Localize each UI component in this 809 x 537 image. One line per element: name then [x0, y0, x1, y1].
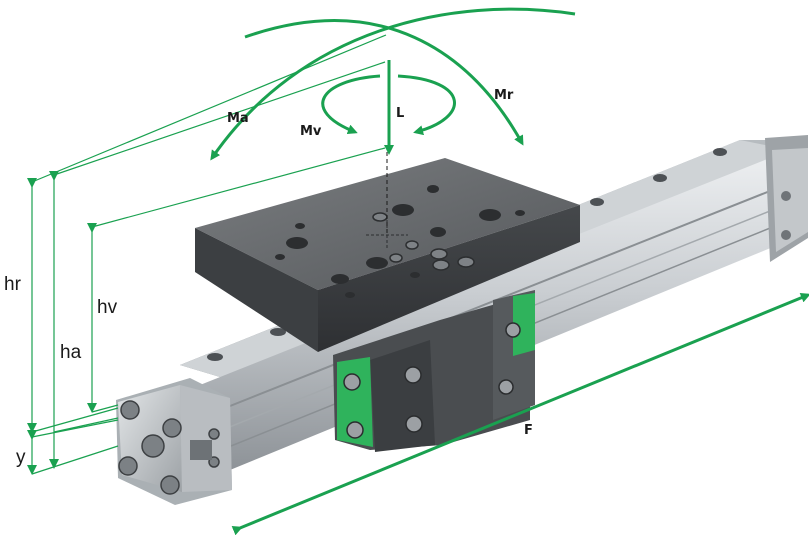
front-end-cap [116, 378, 232, 505]
label-mr: Mr [494, 88, 514, 103]
ma-arrow [210, 7, 576, 161]
label-mv: Mv [300, 124, 322, 139]
label-hv: hv [97, 297, 118, 318]
mr-arrow [244, 19, 524, 146]
mv-arrow-left [321, 74, 381, 135]
f-arrow [231, 293, 809, 536]
label-ma: Ma [227, 111, 249, 126]
dimension-arrows [27, 171, 97, 475]
label-l: L [396, 106, 404, 121]
label-y: y [16, 447, 26, 468]
label-hr: hr [4, 274, 22, 295]
label-f: F [524, 423, 533, 438]
label-ha: ha [60, 342, 82, 363]
load-arrows [210, 7, 809, 536]
mv-arrow-right [397, 74, 456, 136]
dimension-lines [31, 34, 387, 475]
